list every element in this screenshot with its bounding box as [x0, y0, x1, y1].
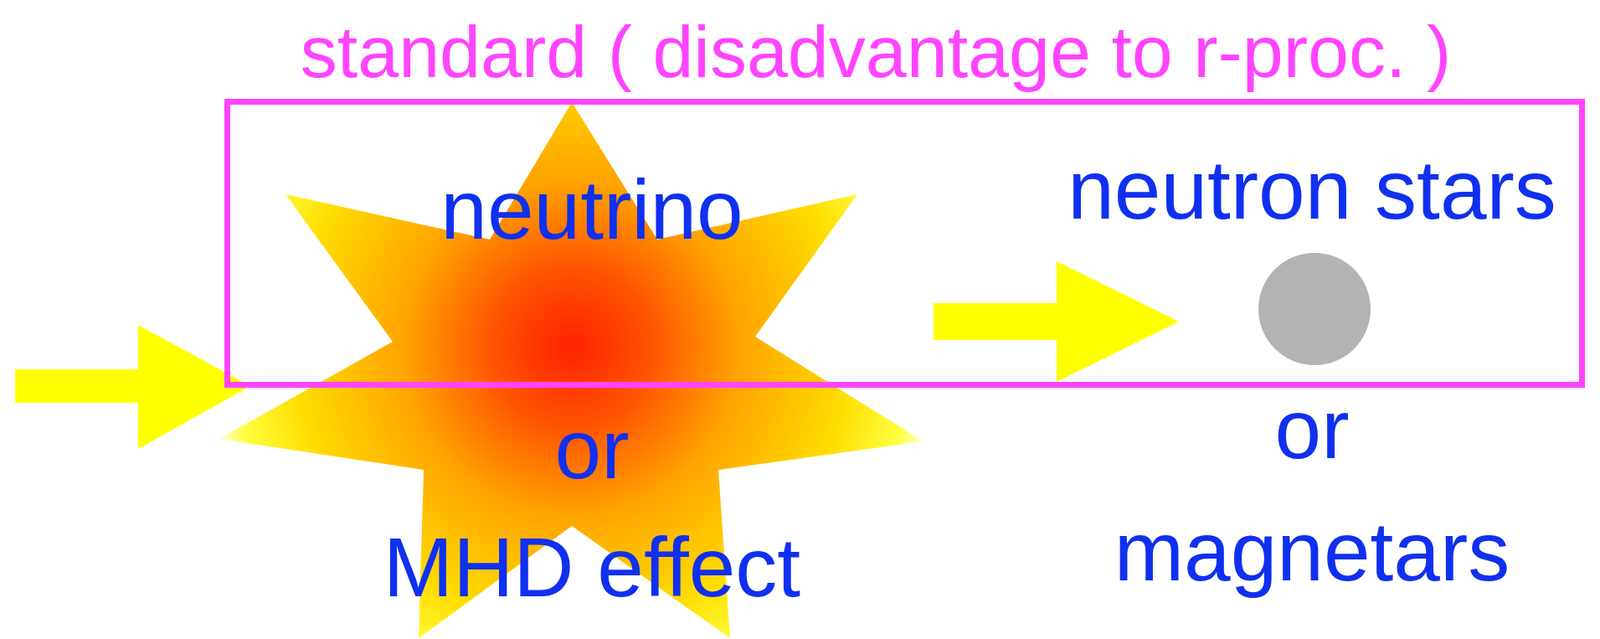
node-label: neutrino: [440, 167, 743, 252]
frame-title: standard ( disadvantage to r-proc. ): [300, 15, 1451, 89]
input-arrow: [15, 324, 251, 449]
remnant-circle: neutron starsormagnetars: [1258, 252, 1371, 366]
node-label: magnetars: [1114, 509, 1510, 593]
explosion-starburst: neutrino orMHD effect: [214, 92, 929, 639]
flow-arrow: [933, 261, 1179, 382]
node-label: or: [1275, 386, 1350, 471]
node-label: or: [555, 406, 630, 491]
standard-frame: standard ( disadvantage to r-proc. ): [224, 98, 1585, 388]
node-label: MHD effect: [383, 524, 801, 609]
node-label: neutron stars: [1067, 147, 1557, 232]
